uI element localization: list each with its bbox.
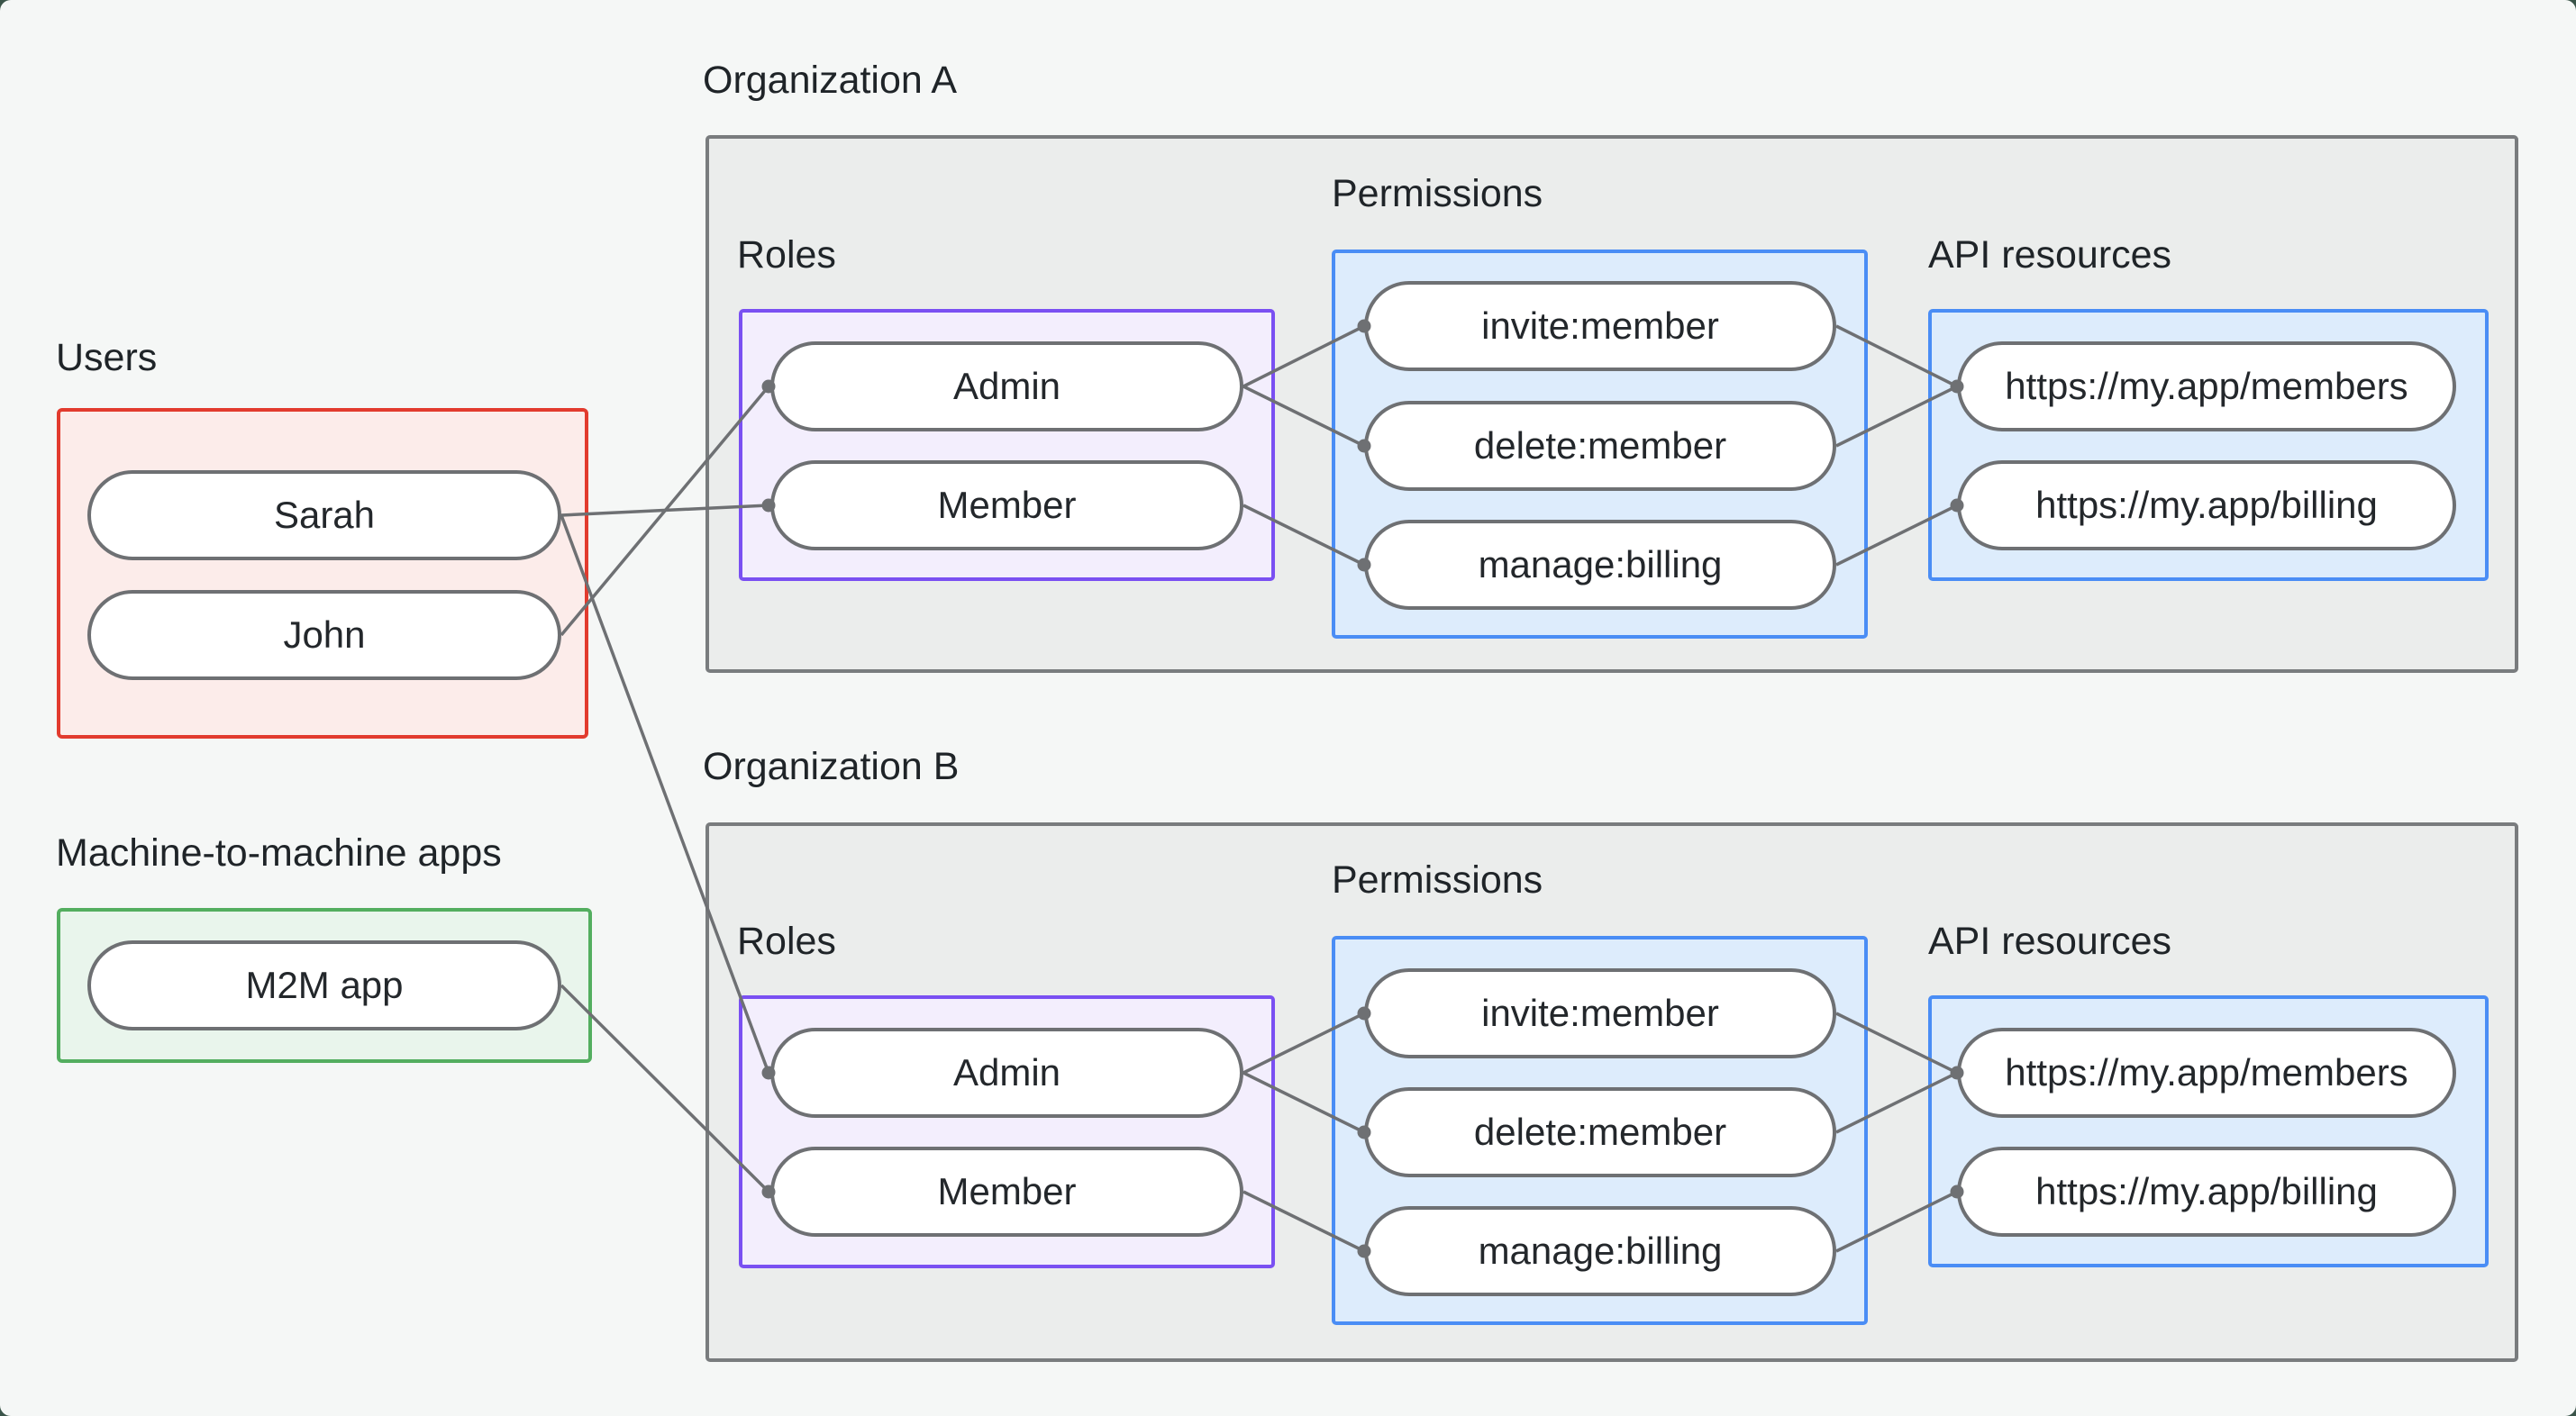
org-a-title: Organization A [703,59,958,102]
org-a-permission-invite-member: invite:member [1364,281,1836,371]
org-b-permissions-label: Permissions [1332,858,1543,902]
user-node-sarah: Sarah [87,470,561,560]
user-node-john: John [87,590,561,680]
m2m-app-node: M2M app [87,940,561,1030]
org-b-role-member: Member [770,1147,1243,1237]
m2m-group-label: Machine-to-machine apps [56,831,502,875]
org-b-roles-label: Roles [737,920,836,963]
org-b-permission-invite-member: invite:member [1364,968,1836,1058]
org-a-role-admin: Admin [770,341,1243,431]
org-a-permission-manage-billing: manage:billing [1364,520,1836,610]
users-group-label: Users [56,336,158,379]
org-b-api-resources-label: API resources [1928,920,2172,963]
org-b-api-billing: https://my.app/billing [1957,1147,2456,1237]
org-a-api-members: https://my.app/members [1957,341,2456,431]
org-b-permission-delete-member: delete:member [1364,1087,1836,1177]
org-a-api-resources-label: API resources [1928,233,2172,277]
org-b-api-members: https://my.app/members [1957,1028,2456,1118]
org-a-api-billing: https://my.app/billing [1957,460,2456,550]
org-a-role-member: Member [770,460,1243,550]
org-a-permission-delete-member: delete:member [1364,401,1836,491]
org-b-permission-manage-billing: manage:billing [1364,1206,1836,1296]
org-a-permissions-label: Permissions [1332,172,1543,215]
users-group-box [57,408,588,739]
org-b-role-admin: Admin [770,1028,1243,1118]
org-a-roles-label: Roles [737,233,836,277]
org-b-title: Organization B [703,745,960,788]
